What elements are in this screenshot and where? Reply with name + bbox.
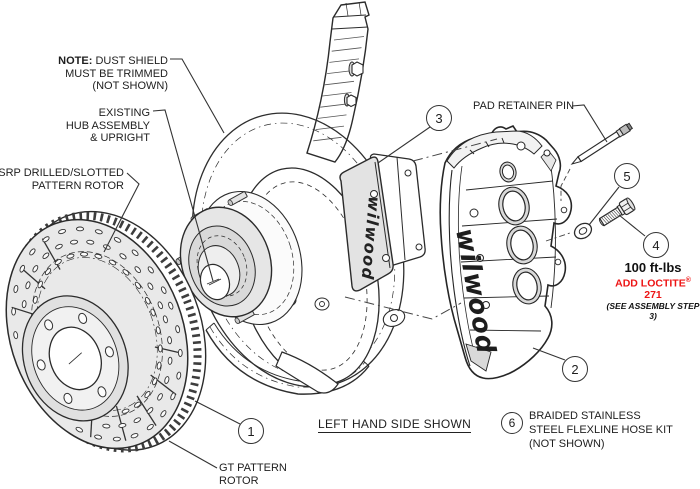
strut-nut-upper <box>348 61 364 77</box>
torque-value: 100 ft-lbs <box>624 260 682 275</box>
hub-assembly-label: EXISTING HUB ASSEMBLY & UPRIGHT <box>65 107 150 144</box>
lower-arm <box>275 351 339 394</box>
loctite-warning: ADD LOCTITE® 271 <box>615 277 691 301</box>
hub-assembly <box>175 190 303 326</box>
upright-strut <box>306 1 370 163</box>
crush-washer <box>573 222 593 240</box>
callout-1-rotor: 1 <box>238 418 264 444</box>
note-prefix: NOTE: <box>58 55 93 67</box>
rotor-drilled-holes <box>11 226 183 442</box>
leader-srp-rotor <box>103 172 140 253</box>
leader-bolt <box>618 214 646 237</box>
leader-washer <box>588 186 620 226</box>
brake-pads: wilwood <box>339 153 426 292</box>
strut-nut-lower <box>343 93 357 108</box>
pad-retainer-pin <box>570 122 634 165</box>
torque-spec: 100 ft-lbs ADD LOCTITE® 271 (SEE ASSEMBL… <box>605 261 700 321</box>
caliper-mount-ear-lower <box>382 309 406 327</box>
assembly-centerlines <box>344 138 571 320</box>
leader-dust-shield <box>170 58 225 134</box>
gt-rotor-label: GT PATTERN ROTOR <box>219 462 287 487</box>
callout-3-pads: 3 <box>426 105 452 131</box>
leader-caliper <box>532 347 566 361</box>
bleed-screw-icon <box>516 141 526 151</box>
rotor <box>5 210 207 453</box>
inboard-pad <box>339 156 394 292</box>
pad-retainer-pin-label: PAD RETAINER PIN <box>473 100 575 112</box>
caliper: wilwood <box>439 125 573 380</box>
leader-lines <box>103 58 646 469</box>
leader-pads <box>377 126 431 164</box>
leader-gt-rotor <box>168 440 218 469</box>
srp-rotor-label: SRP DRILLED/SLOTTED PATTERN ROTOR <box>0 167 124 192</box>
leader-pad-pin <box>571 104 608 143</box>
callout-6-hose: 6 <box>501 412 523 434</box>
bolt-threads <box>601 208 622 224</box>
rotor-lug-holes <box>36 312 114 404</box>
callout-4-bolt: 4 <box>643 232 669 258</box>
callout-5-washer: 5 <box>614 163 640 189</box>
callout-2-caliper: 2 <box>562 356 588 382</box>
assembly-step-note: (SEE ASSEMBLY STEP 3) <box>606 300 700 321</box>
caliper-bridge-windows <box>498 161 542 305</box>
dust-shield-note: NOTE: DUST SHIELD MUST BE TRIMMED (NOT S… <box>58 55 168 92</box>
mount-bolt <box>598 197 636 227</box>
leader-hub <box>152 109 214 282</box>
leader-rotor <box>194 400 241 425</box>
view-note: LEFT HAND SIDE SHOWN <box>318 417 472 433</box>
hose-kit-label: BRAIDED STAINLESS STEEL FLEXLINE HOSE KI… <box>529 410 673 450</box>
